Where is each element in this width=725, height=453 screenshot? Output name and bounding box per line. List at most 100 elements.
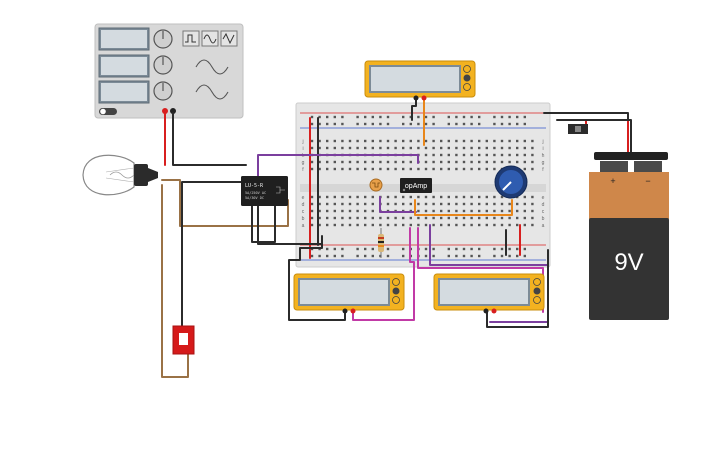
- breadboard-hole[interactable]: [478, 195, 481, 199]
- rail-hole[interactable]: [455, 122, 458, 126]
- multimeter-bottom-left[interactable]: [293, 273, 405, 314]
- breadboard-hole[interactable]: [364, 139, 367, 143]
- breadboard-hole[interactable]: [462, 153, 466, 157]
- breadboard-hole[interactable]: [523, 216, 526, 220]
- breadboard-hole[interactable]: [478, 139, 481, 143]
- breadboard-hole[interactable]: [485, 216, 488, 220]
- breadboard-hole[interactable]: [379, 216, 382, 220]
- breadboard-hole[interactable]: [310, 139, 314, 143]
- rail-hole[interactable]: [356, 254, 359, 258]
- breadboard-hole[interactable]: [364, 216, 367, 220]
- breadboard-hole[interactable]: [386, 167, 390, 171]
- breadboard-hole[interactable]: [455, 139, 458, 143]
- rail-hole[interactable]: [508, 254, 511, 258]
- breadboard-hole[interactable]: [356, 223, 359, 227]
- rail-hole[interactable]: [523, 115, 526, 119]
- breadboard-hole[interactable]: [462, 146, 466, 150]
- breadboard-hole[interactable]: [508, 216, 511, 220]
- breadboard-hole[interactable]: [500, 160, 504, 164]
- breadboard-hole[interactable]: [493, 160, 496, 164]
- breadboard-hole[interactable]: [326, 146, 329, 150]
- breadboard-hole[interactable]: [310, 167, 314, 171]
- rail-hole[interactable]: [478, 254, 481, 258]
- breadboard-hole[interactable]: [409, 195, 412, 199]
- breadboard-hole[interactable]: [326, 139, 329, 143]
- slide-switch[interactable]: [568, 124, 588, 134]
- breadboard-hole[interactable]: [402, 160, 405, 164]
- breadboard-hole[interactable]: [440, 195, 443, 199]
- multimeter-mode-v[interactable]: [533, 287, 541, 295]
- breadboard-hole[interactable]: [394, 216, 397, 220]
- breadboard-hole[interactable]: [470, 202, 473, 206]
- output-terminal-negative[interactable]: [170, 108, 176, 114]
- multimeter-bottom-right[interactable]: [433, 273, 545, 314]
- breadboard-hole[interactable]: [310, 195, 314, 199]
- breadboard-hole[interactable]: [333, 167, 336, 171]
- rail-hole[interactable]: [333, 115, 336, 119]
- breadboard-hole[interactable]: [409, 216, 412, 220]
- breadboard-hole[interactable]: [424, 167, 428, 171]
- rail-hole[interactable]: [333, 122, 336, 126]
- breadboard-hole[interactable]: [371, 146, 374, 150]
- breadboard-hole[interactable]: [417, 167, 420, 171]
- breadboard-hole[interactable]: [523, 167, 526, 171]
- rail-hole[interactable]: [356, 247, 359, 251]
- rail-hole[interactable]: [447, 254, 450, 258]
- breadboard-hole[interactable]: [447, 195, 450, 199]
- breadboard-hole[interactable]: [485, 146, 488, 150]
- function-generator[interactable]: [94, 23, 244, 119]
- rail-hole[interactable]: [310, 122, 314, 126]
- breadboard-hole[interactable]: [485, 139, 488, 143]
- breadboard-hole[interactable]: [485, 167, 488, 171]
- breadboard-hole[interactable]: [364, 202, 367, 206]
- rail-hole[interactable]: [371, 247, 374, 251]
- breadboard-hole[interactable]: [394, 202, 397, 206]
- battery-9v[interactable]: + − 9V: [589, 152, 669, 320]
- rail-hole[interactable]: [500, 247, 504, 251]
- rail-hole[interactable]: [326, 254, 329, 258]
- breadboard-hole[interactable]: [508, 202, 511, 206]
- breadboard-hole[interactable]: [424, 139, 428, 143]
- breadboard-hole[interactable]: [523, 139, 526, 143]
- breadboard-hole[interactable]: [531, 146, 534, 150]
- breadboard-hole[interactable]: [493, 202, 496, 206]
- breadboard-hole[interactable]: [371, 195, 374, 199]
- breadboard-hole[interactable]: [447, 216, 450, 220]
- breadboard-hole[interactable]: [531, 139, 534, 143]
- breadboard-hole[interactable]: [333, 223, 336, 227]
- breadboard-hole[interactable]: [402, 167, 405, 171]
- breadboard-hole[interactable]: [326, 160, 329, 164]
- breadboard-hole[interactable]: [462, 216, 466, 220]
- rail-hole[interactable]: [432, 247, 435, 251]
- breadboard-hole[interactable]: [409, 146, 412, 150]
- breadboard-hole[interactable]: [386, 216, 390, 220]
- breadboard-hole[interactable]: [379, 139, 382, 143]
- multimeter-mode-v[interactable]: [392, 287, 400, 295]
- breadboard-hole[interactable]: [348, 139, 352, 143]
- breadboard-hole[interactable]: [424, 223, 428, 227]
- breadboard-hole[interactable]: [364, 160, 367, 164]
- breadboard-hole[interactable]: [341, 223, 344, 227]
- breadboard-hole[interactable]: [447, 223, 450, 227]
- breadboard-hole[interactable]: [516, 153, 519, 157]
- triangle-wave-icon[interactable]: [220, 30, 238, 47]
- rail-hole[interactable]: [516, 254, 519, 258]
- breadboard-hole[interactable]: [500, 195, 504, 199]
- rail-hole[interactable]: [402, 115, 405, 119]
- breadboard-hole[interactable]: [394, 160, 397, 164]
- breadboard-hole[interactable]: [341, 216, 344, 220]
- breadboard-hole[interactable]: [432, 167, 435, 171]
- breadboard-hole[interactable]: [417, 146, 420, 150]
- breadboard-hole[interactable]: [462, 160, 466, 164]
- breadboard-hole[interactable]: [470, 209, 473, 213]
- bulb-icon[interactable]: [82, 154, 158, 196]
- photoresistor-icon[interactable]: [369, 178, 383, 192]
- rail-hole[interactable]: [386, 247, 390, 251]
- breadboard-hole[interactable]: [455, 146, 458, 150]
- rail-hole[interactable]: [508, 115, 511, 119]
- rail-hole[interactable]: [341, 247, 344, 251]
- rail-hole[interactable]: [364, 247, 367, 251]
- breadboard-hole[interactable]: [470, 160, 473, 164]
- sine-wave-icon[interactable]: [201, 30, 219, 47]
- breadboard-hole[interactable]: [364, 195, 367, 199]
